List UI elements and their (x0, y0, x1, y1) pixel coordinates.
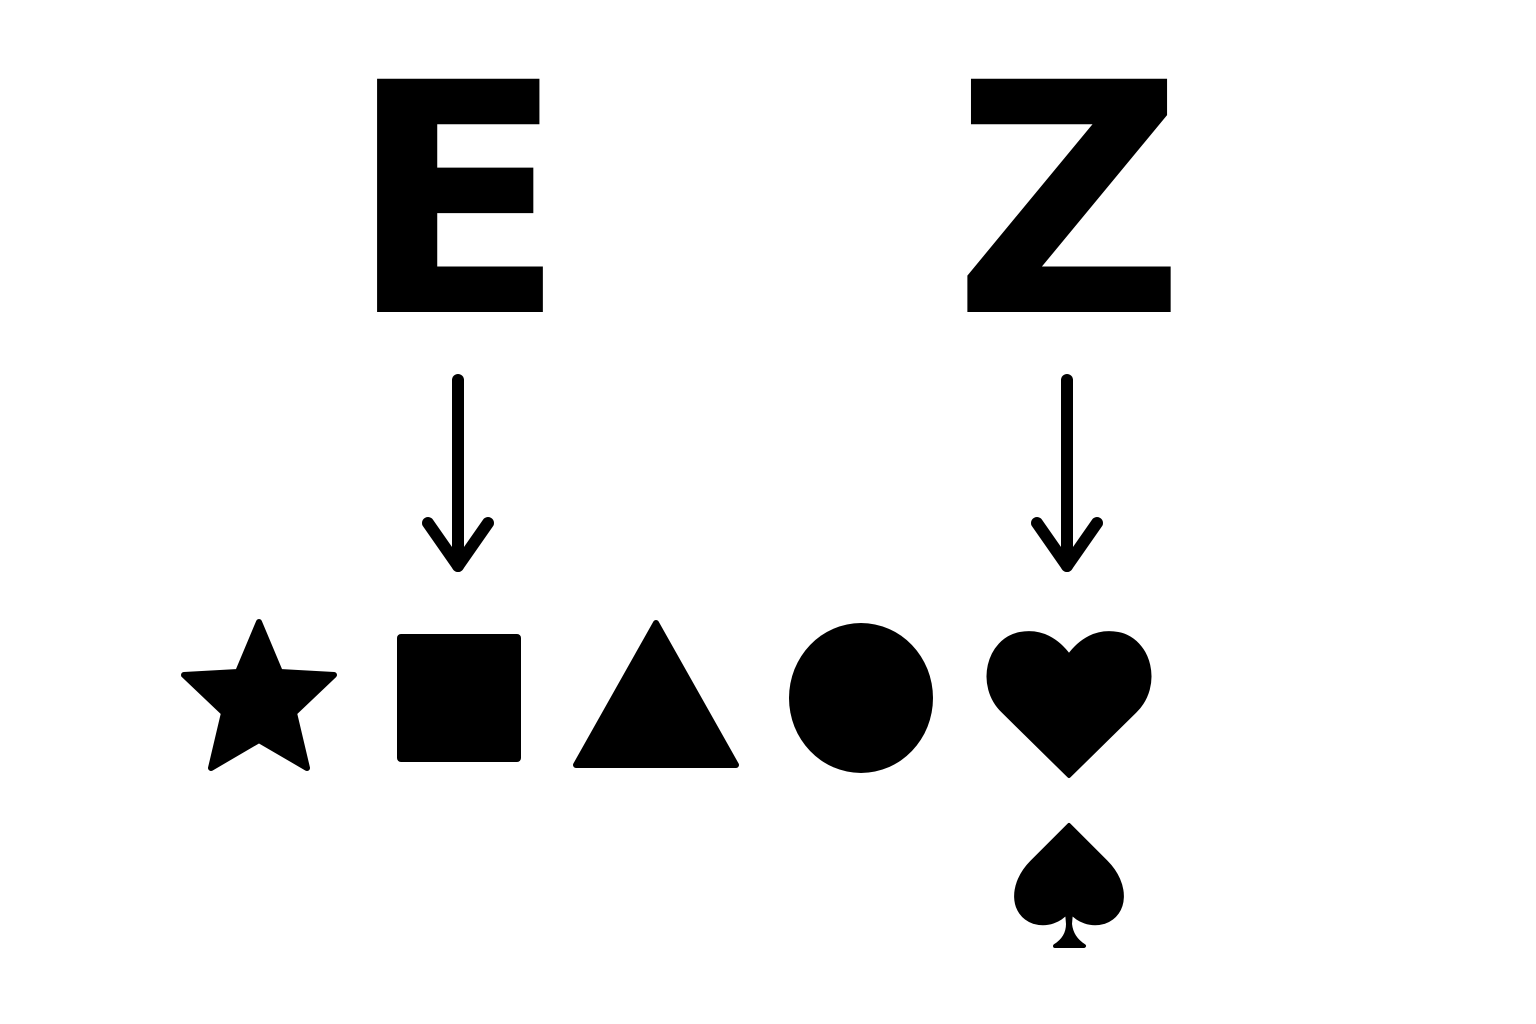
heart-icon (986, 631, 1152, 778)
spade-icon (1014, 823, 1124, 948)
star-icon (181, 619, 337, 771)
square-icon (397, 634, 521, 762)
letter-z: Z (953, 16, 1186, 388)
arrow-e-to-square (422, 374, 494, 572)
letter-e: E (347, 16, 567, 388)
arrow-z-to-heart (1031, 374, 1103, 572)
triangle-icon (573, 620, 739, 768)
circle-icon (789, 623, 933, 773)
